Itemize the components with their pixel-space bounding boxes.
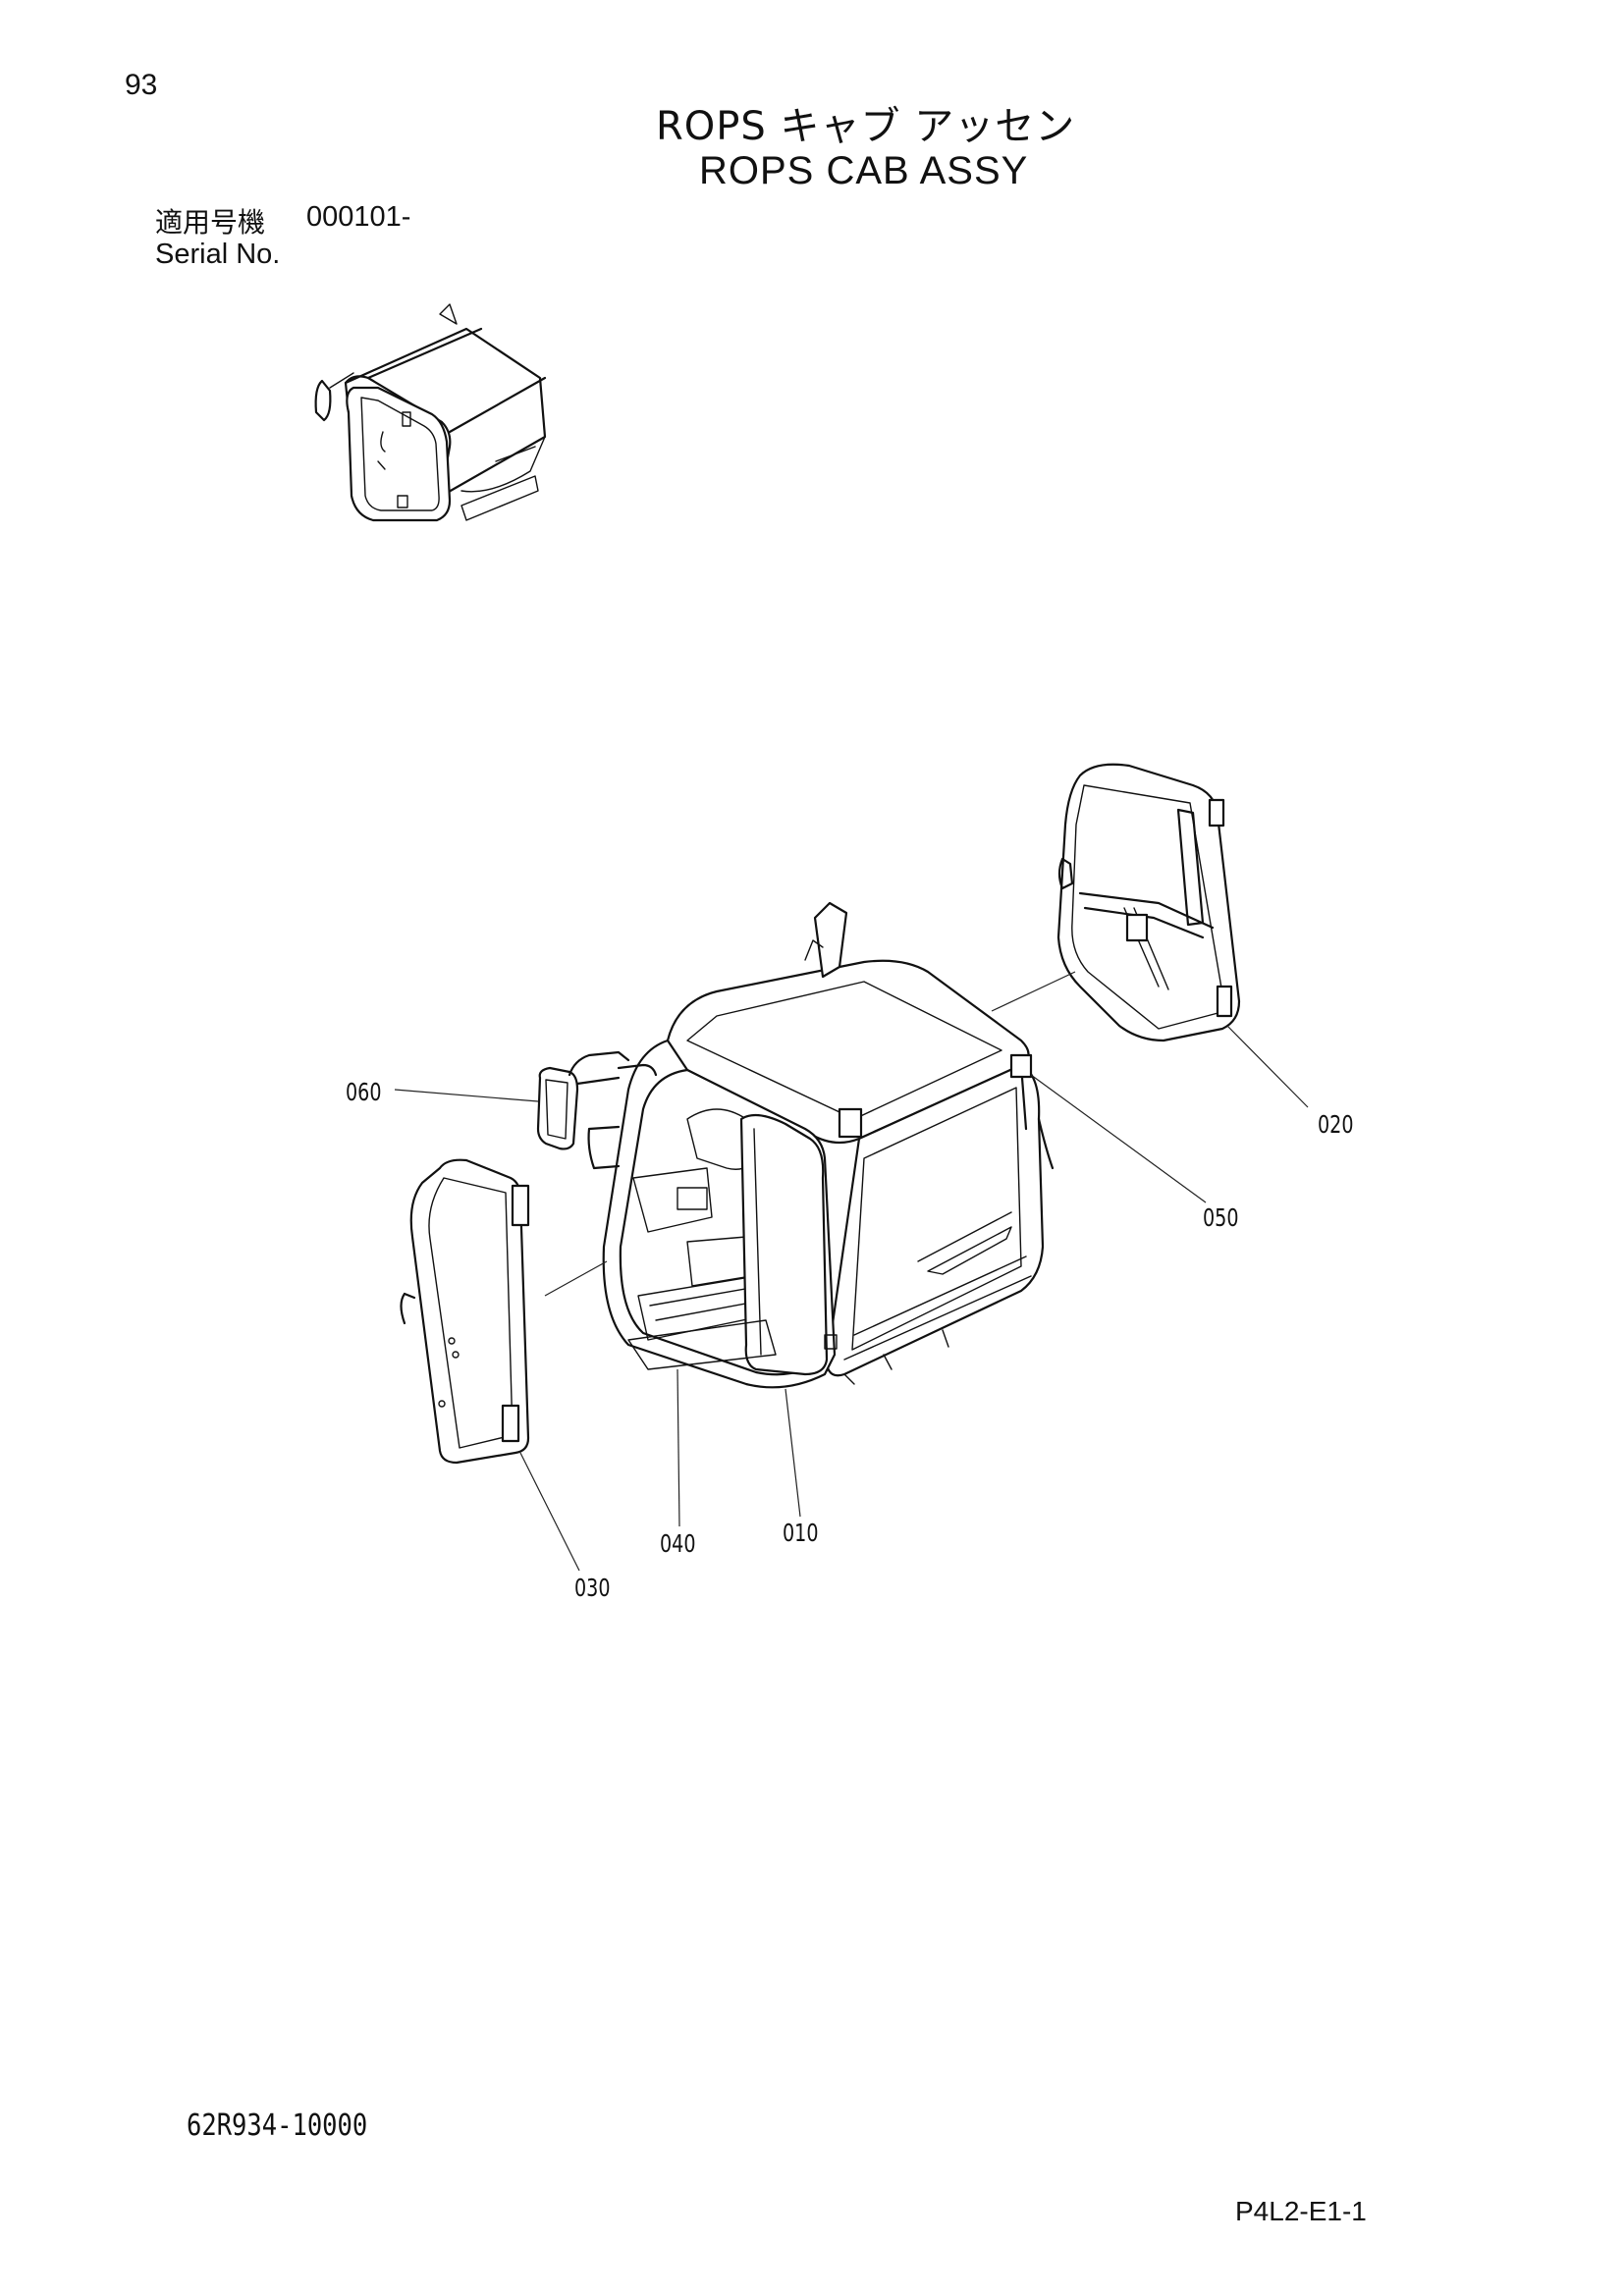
callout-010: 010 xyxy=(783,1519,819,1547)
overview-cab-illustration xyxy=(314,303,547,522)
leader-lines xyxy=(394,971,1309,1572)
title-english: ROPS CAB ASSY xyxy=(699,149,1029,192)
serial-number-value: 000101- xyxy=(306,201,411,233)
page-code: P4L2-E1-1 xyxy=(1235,2196,1367,2226)
drawing-number: 62R934-10000 xyxy=(187,2109,368,2143)
title-japanese: ROPS キャブ アッセン xyxy=(656,104,1076,149)
callout-020: 020 xyxy=(1318,1110,1354,1139)
callout-040: 040 xyxy=(660,1529,696,1558)
callout-030: 030 xyxy=(574,1574,611,1602)
serial-label-japanese: 適用号機 xyxy=(155,206,266,239)
main-cab-body-illustration xyxy=(587,901,1055,1389)
callout-050: 050 xyxy=(1203,1203,1239,1232)
serial-label-english: Serial No. xyxy=(155,239,281,270)
callout-060: 060 xyxy=(346,1078,382,1106)
rear-view-mirror-illustration xyxy=(536,1050,630,1150)
left-door-panel-illustration xyxy=(400,1158,530,1465)
right-door-panel-illustration xyxy=(1056,763,1241,1042)
page-number: 93 xyxy=(125,69,158,101)
